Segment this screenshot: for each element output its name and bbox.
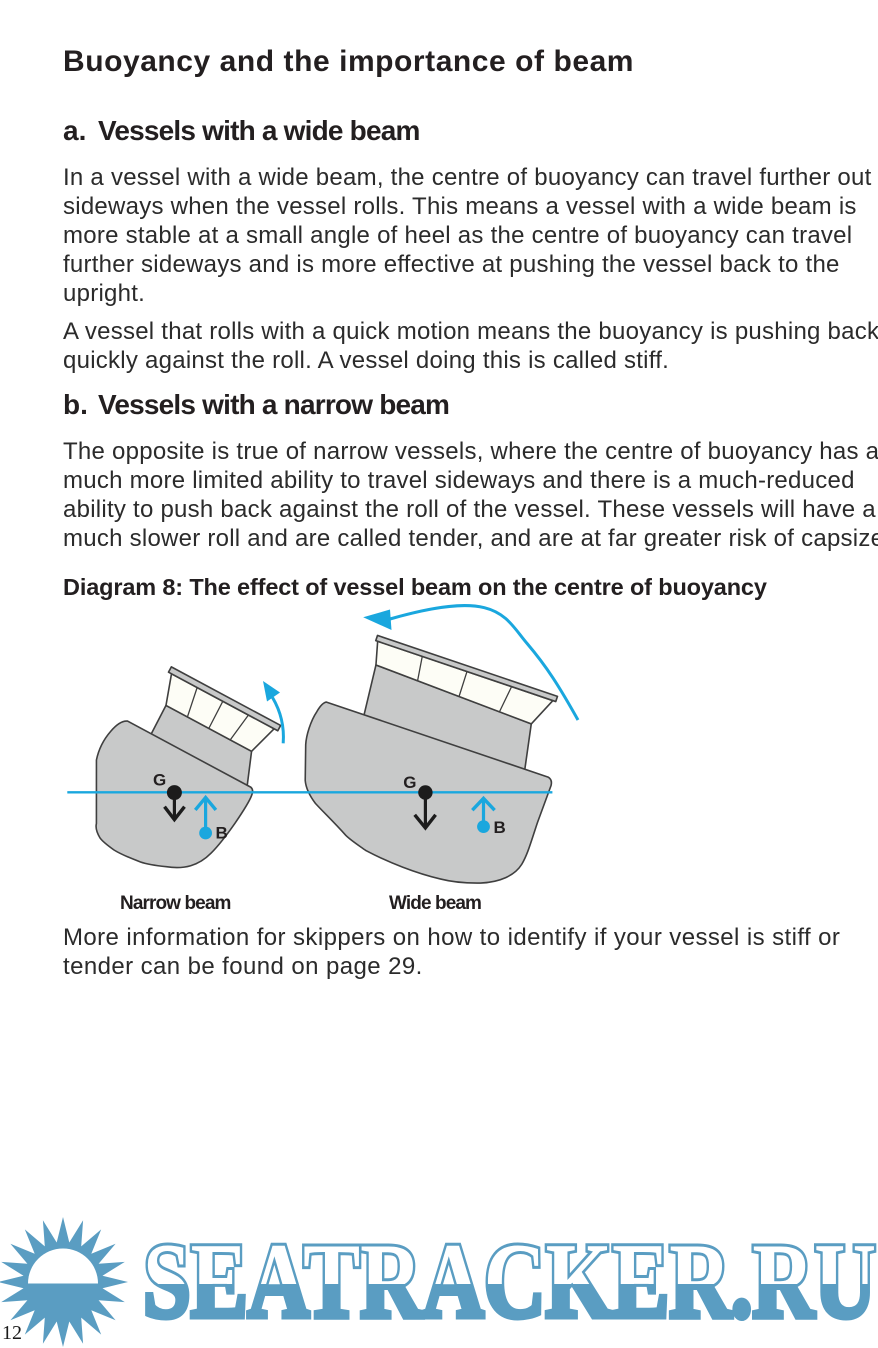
svg-text:Narrow beam: Narrow beam: [120, 893, 230, 914]
svg-text:SEATRACKER.RU: SEATRACKER.RU: [143, 1223, 876, 1341]
svg-text:B: B: [216, 824, 228, 843]
svg-text:Wide beam: Wide beam: [389, 893, 481, 914]
svg-text:12: 12: [2, 1322, 22, 1344]
svg-text:SEATRACKER.RU: SEATRACKER.RU: [143, 1223, 876, 1341]
svg-text:G: G: [153, 771, 166, 790]
svg-text:B: B: [494, 818, 506, 837]
svg-text:G: G: [403, 773, 416, 792]
